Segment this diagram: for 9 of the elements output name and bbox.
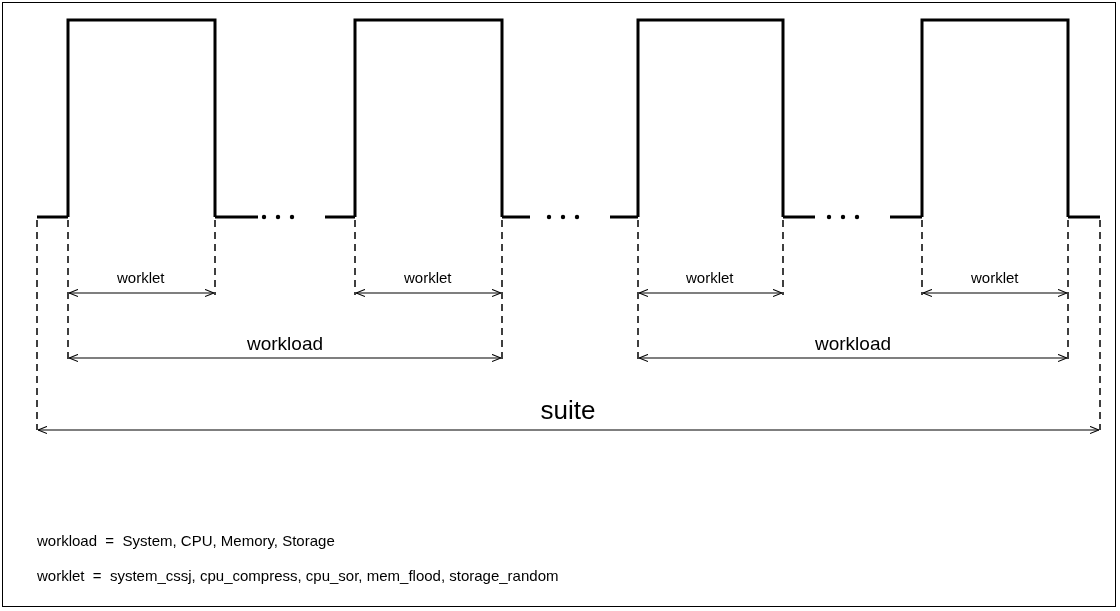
dimension-label: worklet: [686, 270, 734, 285]
dimension-label: worklet: [404, 270, 452, 285]
dimension-label: worklet: [117, 270, 165, 285]
definition-text: workload = System, CPU, Memory, Storage: [37, 533, 335, 548]
dimension-label: workload: [247, 334, 324, 353]
dimension-label: suite: [540, 397, 596, 423]
dimension-label: worklet: [971, 270, 1019, 285]
dimension-label: workload: [815, 334, 892, 353]
definition-text: worklet = system_cssj, cpu_compress, cpu_sor, mem_flood, storage_random: [37, 568, 559, 583]
